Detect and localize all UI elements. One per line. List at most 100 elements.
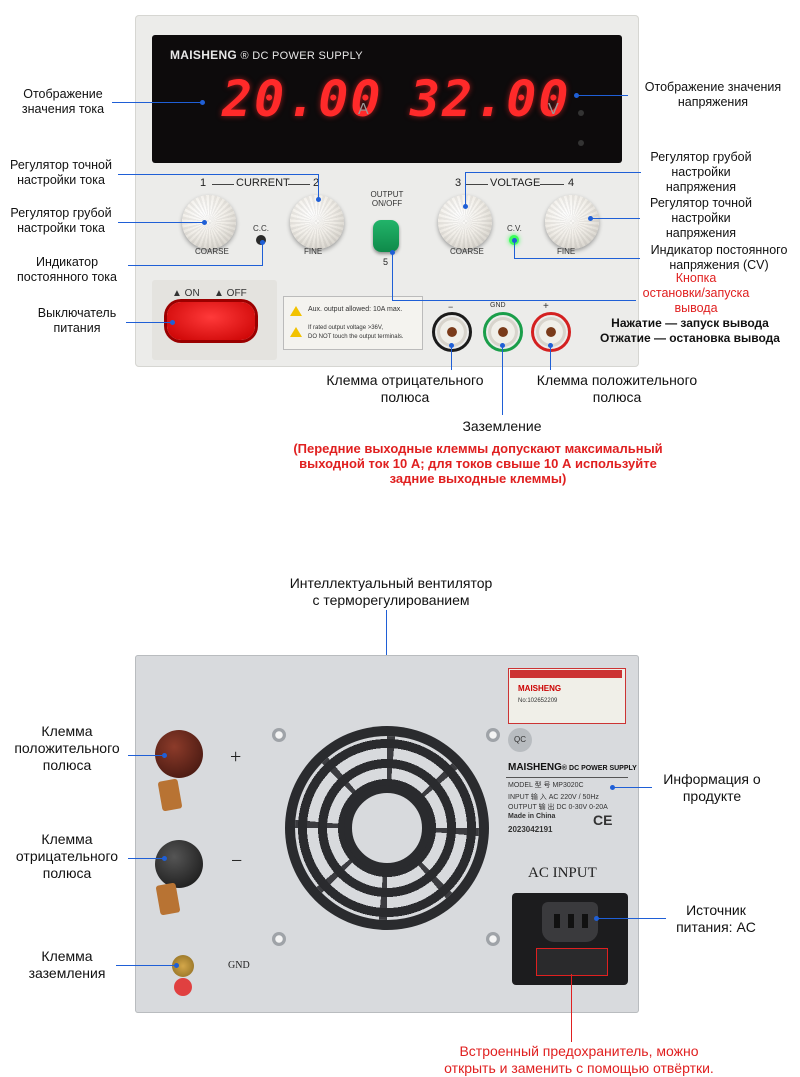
back-gnd-label: GND <box>228 960 250 971</box>
leader-line <box>318 174 319 200</box>
plate-brand-text: MAISHENG <box>508 762 562 773</box>
leader-line <box>392 300 636 301</box>
power-switch[interactable] <box>167 302 255 340</box>
current-group-label: CURRENT <box>236 177 290 189</box>
fine-label: FINE <box>304 247 323 256</box>
knob-number-1: 1 <box>200 177 207 189</box>
leader-line <box>126 322 172 323</box>
warning-icon <box>290 306 302 316</box>
output-on-off-button[interactable] <box>373 220 399 252</box>
label-power-switch: Выключатель питания <box>37 306 117 335</box>
group-line <box>212 184 234 185</box>
brand-label: MAISHENG ® DC POWER SUPPLY <box>170 48 363 62</box>
ce-mark: CE <box>593 812 613 828</box>
leader-dot <box>574 93 579 98</box>
label-coarse-current: Регулятор грубой настройки тока <box>10 206 112 235</box>
qc-label: QC <box>514 735 526 744</box>
gnd-label: GND <box>490 302 506 309</box>
leader-line <box>596 918 666 919</box>
plate-sub-text: ® DC POWER SUPPLY <box>561 765 637 772</box>
voltage-fine-knob[interactable] <box>545 195 599 249</box>
group-line <box>466 184 488 185</box>
positive-terminal[interactable] <box>536 317 566 347</box>
leader-dot <box>162 856 167 861</box>
leader-line-fuse <box>571 974 572 1042</box>
minus-label: − <box>448 302 454 312</box>
label-back-positive: Клемма положительного полюса <box>14 723 120 773</box>
leader-line <box>128 755 164 756</box>
leader-line <box>514 240 515 258</box>
label-cc-indicator: Индикатор постоянного тока <box>17 255 117 284</box>
plate-input: INPUT 输 入 AC 220V / 50Hz <box>508 794 599 801</box>
label-power-source: Источник питания: AC <box>676 902 756 935</box>
leader-line <box>128 858 164 859</box>
negative-terminal[interactable] <box>437 317 467 347</box>
label-back-ground: Клемма заземления <box>28 948 106 981</box>
leader-line <box>465 172 466 206</box>
label-fan: Интеллектуальный вентилятор с терморегул… <box>289 575 493 608</box>
knob-number-2: 2 <box>313 177 320 189</box>
ground-sticker <box>174 978 192 996</box>
fan-screw <box>272 728 286 742</box>
on-label: ▲ ON <box>172 288 200 299</box>
back-negative-terminal[interactable] <box>155 840 203 888</box>
leader-line <box>262 242 263 266</box>
plus-label: + <box>543 301 549 312</box>
display-screw <box>578 110 584 116</box>
current-fine-knob[interactable] <box>290 195 344 249</box>
leader-dot <box>316 197 321 202</box>
label-front-note: (Передние выходные клеммы допускают макс… <box>293 441 663 486</box>
leader-line <box>451 345 452 370</box>
knob-number-3: 3 <box>455 177 462 189</box>
back-ground-terminal[interactable] <box>172 955 194 977</box>
plate-model: MODEL 型 号 MP3020C <box>508 782 584 789</box>
ac-input-label: AC INPUT <box>528 865 597 881</box>
label-voltage-display: Отображение значения напряжения <box>644 80 782 109</box>
label-back-negative: Клемма отрицательного полюса <box>15 831 119 881</box>
sticker-no: No:102652209 <box>518 698 558 704</box>
leader-line <box>576 95 628 96</box>
leader-dot <box>260 240 265 245</box>
qc-seal <box>508 728 532 752</box>
leader-line <box>590 218 640 219</box>
leader-line <box>116 965 176 966</box>
voltage-readout: 32.00 <box>410 70 571 128</box>
leader-line <box>112 102 202 103</box>
plate-divider <box>506 777 628 778</box>
warning-text-1: Aux. output allowed: 10A max. <box>308 306 403 313</box>
leader-line <box>465 172 641 173</box>
fan-screw <box>272 932 286 946</box>
label-negative-terminal: Клемма отрицательного полюса <box>326 372 484 405</box>
leader-dot <box>548 343 553 348</box>
warning-text-2: If rated output voltage >36V, <box>308 325 384 331</box>
leader-dot <box>588 216 593 221</box>
plate-made: Made in China <box>508 813 556 820</box>
leader-dot <box>390 250 395 255</box>
cv-label: C.V. <box>507 224 522 233</box>
leader-dot <box>449 343 454 348</box>
coarse-label: COARSE <box>195 247 229 256</box>
voltage-group-label: VOLTAGE <box>490 177 541 189</box>
fuse-drawer[interactable] <box>536 948 608 976</box>
back-minus-label: − <box>231 850 243 872</box>
label-press-note: Нажатие — запуск вывода Отжатие — остано… <box>600 316 780 345</box>
leader-dot <box>610 785 615 790</box>
socket-pin <box>568 914 574 928</box>
label-fine-current: Регулятор точной настройки тока <box>10 158 112 187</box>
plate-brand: MAISHENG® DC POWER SUPPLY <box>508 762 637 773</box>
ground-terminal[interactable] <box>488 317 518 347</box>
leader-dot <box>512 238 517 243</box>
plate-serial: 2023042191 <box>508 825 553 834</box>
leader-line <box>502 345 503 415</box>
output-label: OUTPUT ON/OFF <box>370 190 404 208</box>
voltage-unit: V <box>548 101 559 118</box>
socket-pin <box>554 914 560 928</box>
warning-text-3: DO NOT touch the output terminals. <box>308 334 404 340</box>
label-positive-terminal: Клемма положительного полюса <box>536 372 698 405</box>
coarse-label: COARSE <box>450 247 484 256</box>
back-plus-label: + <box>230 746 242 768</box>
fine-label: FINE <box>557 247 576 256</box>
label-coarse-voltage: Регулятор грубой настройки напряжения <box>650 150 752 194</box>
leader-dot <box>174 963 179 968</box>
label-current-display: Отображение значения тока <box>21 87 105 116</box>
